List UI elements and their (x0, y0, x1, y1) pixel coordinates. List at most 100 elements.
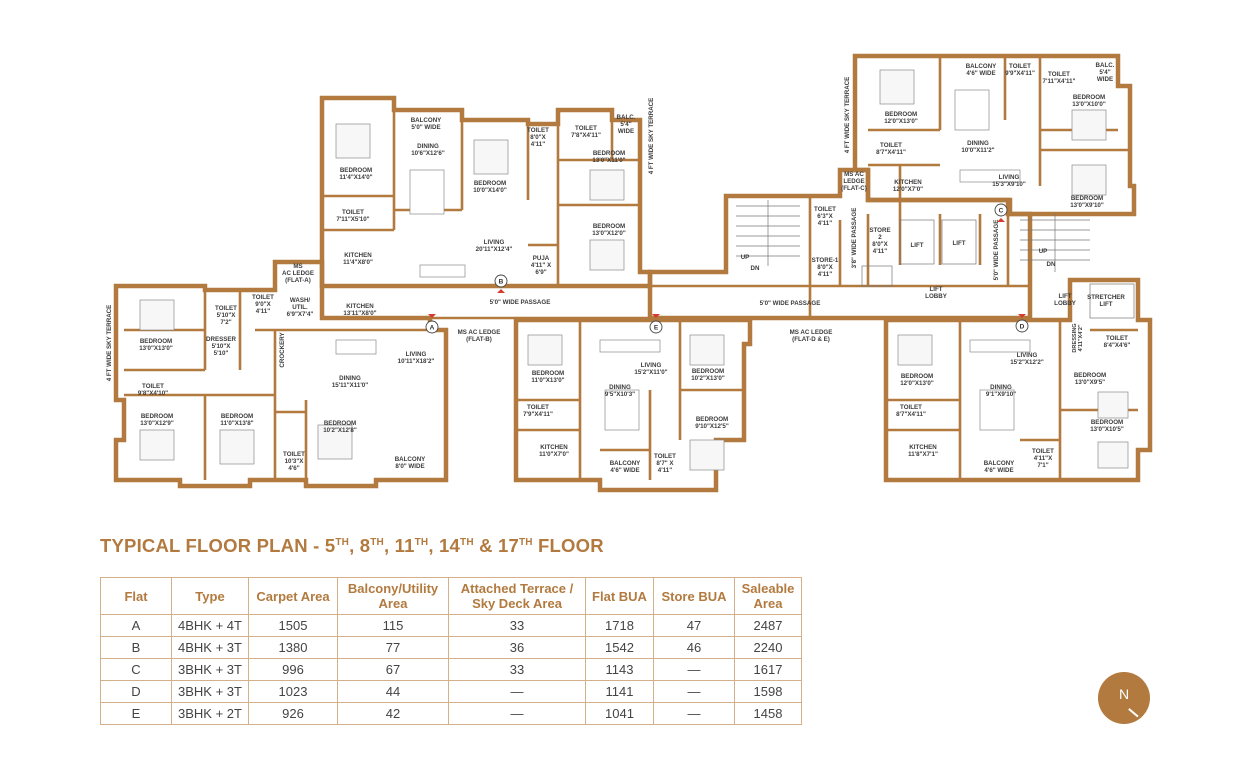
svg-text:E: E (654, 325, 659, 332)
table-cell: 115 (337, 614, 449, 637)
table-cell: 67 (337, 658, 449, 681)
header-carpet-area: Carpet Area (248, 577, 338, 615)
table-cell: 3BHK + 2T (171, 702, 249, 725)
table-cell: 42 (337, 702, 449, 725)
compass-needle-icon (1128, 708, 1139, 718)
svg-text:A: A (430, 325, 435, 332)
plan-core (736, 200, 1135, 319)
flat-marker-d: D (1015, 314, 1029, 333)
table-cell: 44 (337, 680, 449, 703)
flat-markers: A B C D E (425, 203, 1029, 334)
table-cell: 3BHK + 3T (171, 680, 249, 703)
label-lift-1: LIFT (910, 242, 923, 249)
table-cell: 4BHK + 3T (171, 636, 249, 659)
table-cell: 4BHK + 4T (171, 614, 249, 637)
table-cell: 36 (448, 636, 586, 659)
table-cell: 1718 (585, 614, 654, 637)
header-flat: Flat (100, 577, 172, 615)
table-cell: 1143 (585, 658, 654, 681)
header-saleable-area: Saleable Area (734, 577, 802, 615)
label-core-up: UP (741, 254, 750, 261)
table-cell: 33 (448, 614, 586, 637)
table-cell: A (100, 614, 172, 637)
table-cell: 3BHK + 3T (171, 658, 249, 681)
table-cell: — (653, 680, 735, 703)
table-cell: D (100, 680, 172, 703)
table-cell: 996 (248, 658, 338, 681)
table-cell: 77 (337, 636, 449, 659)
table-cell: 1380 (248, 636, 338, 659)
label-c-terrace: 4 FT WIDE SKY TERRACE (844, 77, 851, 154)
table-cell: 47 (653, 614, 735, 637)
flat-marker-e: E (649, 314, 663, 334)
label-lift-2: LIFT (952, 240, 965, 247)
header-terrace-skydeck: Attached Terrace / Sky Deck Area (448, 577, 586, 615)
table-cell: B (100, 636, 172, 659)
label-de-acledge: MS AC LEDGE(FLAT-D & E) (790, 329, 833, 343)
label-b-terrace: 4 FT WIDE SKY TERRACE (648, 98, 655, 175)
table-cell: 2240 (734, 636, 802, 659)
table-cell: 1041 (585, 702, 654, 725)
table-cell: 1141 (585, 680, 654, 703)
label-a-crockery: CROCKERY (279, 332, 286, 368)
floor-plan-title: TYPICAL FLOOR PLAN - 5TH, 8TH, 11TH, 14T… (100, 535, 604, 556)
label-c-passage: 5'0" WIDE PASSAGE (993, 220, 1000, 281)
table-cell: E (100, 702, 172, 725)
label-a-wash: WASH/UTIL.6'9"X7'4" (287, 297, 314, 318)
table-cell: 2487 (734, 614, 802, 637)
table-cell: 1617 (734, 658, 802, 681)
label-d-dressing: DRESSING4'11"X4'2" (1072, 323, 1084, 352)
label-c-dn: DN (1047, 261, 1056, 268)
table-cell: — (653, 658, 735, 681)
flat-marker-b: B (494, 274, 508, 293)
table-header-row: Flat Type Carpet Area Balcony/Utility Ar… (100, 577, 802, 615)
svg-text:D: D (1020, 324, 1025, 331)
label-passage-left: 5'0" WIDE PASSAGE (490, 299, 551, 306)
label-core-passage: 3'8" WIDE PASSAGE (851, 208, 858, 269)
table-cell: 1542 (585, 636, 654, 659)
label-c-up: UP (1039, 248, 1048, 255)
north-compass-icon: N (1098, 672, 1150, 724)
table-cell: 46 (653, 636, 735, 659)
label-b-balc: BALC.5'4"WIDE (617, 114, 636, 135)
